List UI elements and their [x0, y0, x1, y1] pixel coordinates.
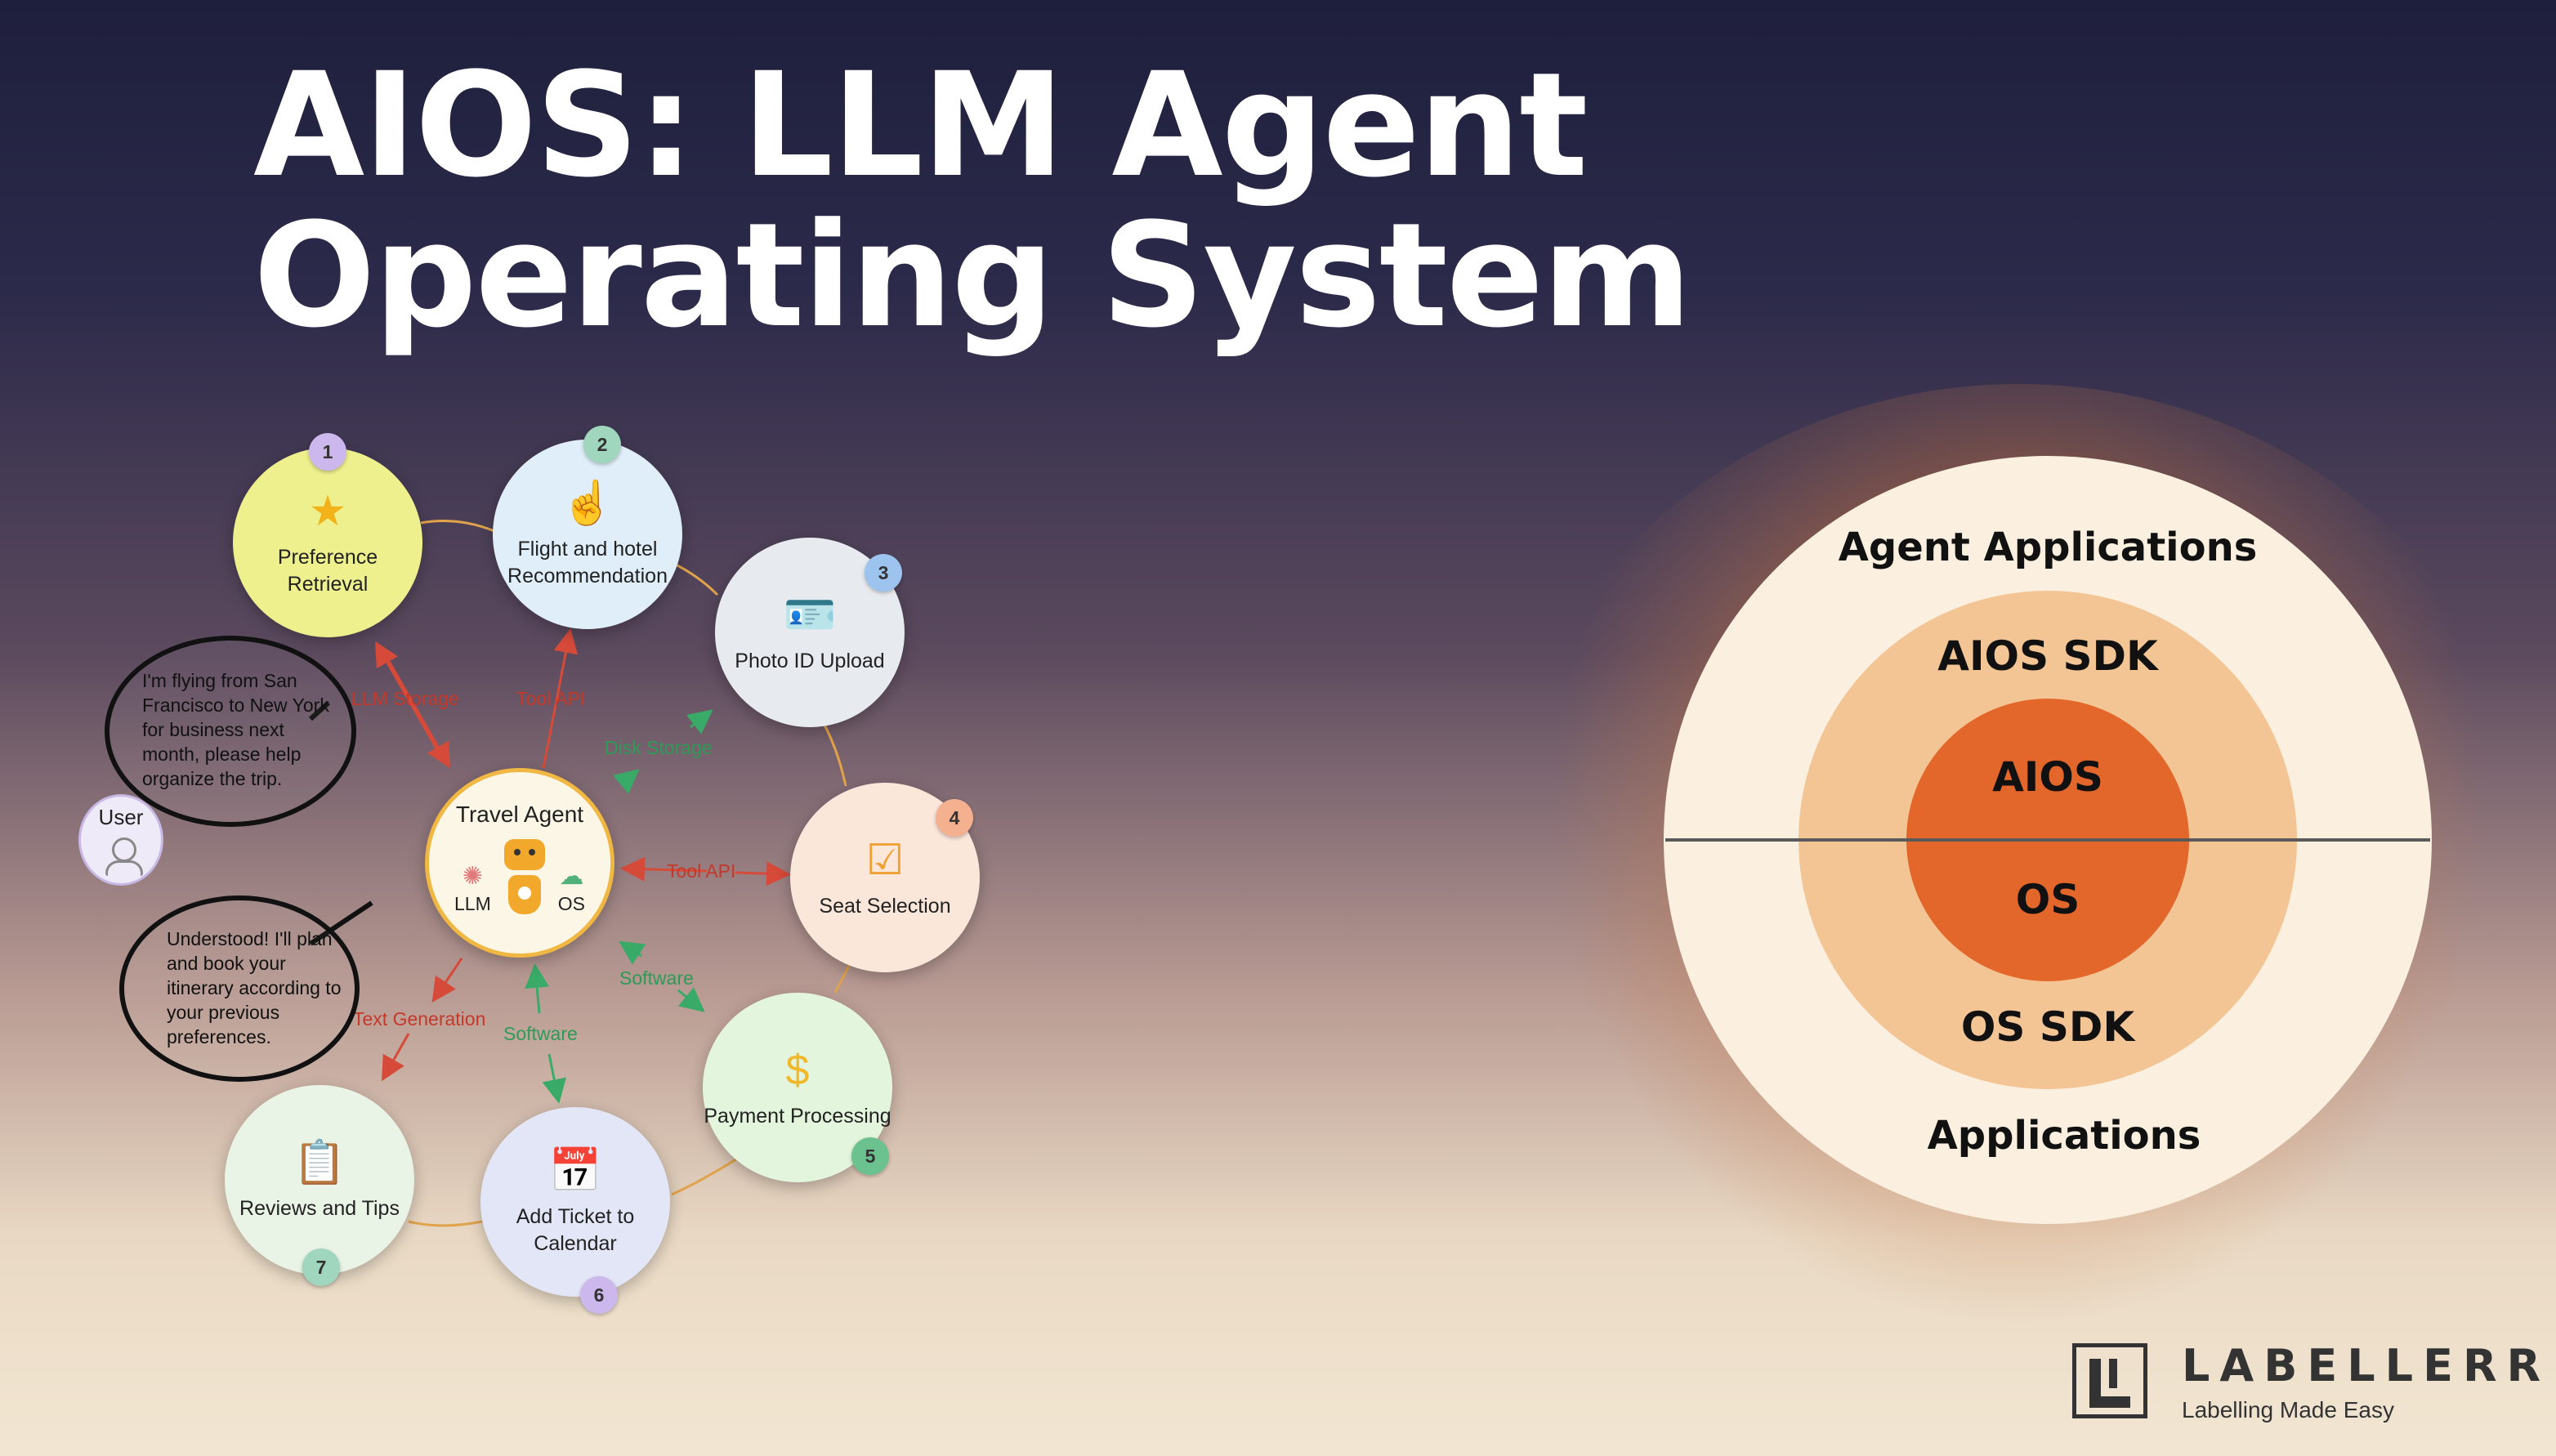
layer-aios-sdk: AIOS SDK	[1937, 632, 2158, 680]
labellerr-logo: LABELLERR Labelling Made Easy	[2072, 1340, 2540, 1430]
agent-reply-text: Understood! I'll plan and book your itin…	[167, 928, 342, 1047]
step-badge-5: 5	[851, 1137, 889, 1175]
step-badge-6: 6	[580, 1276, 618, 1314]
edge-tool-api-2: Tool API	[667, 860, 736, 882]
layer-os-sdk: OS SDK	[1960, 1003, 2135, 1051]
logo-tagline: Labelling Made Easy	[2182, 1397, 2394, 1423]
user-message-bubble: I'm flying from San Francisco to New Yor…	[105, 636, 356, 827]
user-avatar: User	[78, 794, 163, 886]
page-title: AIOS: LLM Agent Operating System	[253, 42, 1692, 360]
edge-disk-storage: Disk Storage	[605, 737, 713, 758]
edge-software-2: Software	[503, 1023, 578, 1044]
step-6-add-ticket-to-calendar: 📅 Add Ticket to Calendar	[480, 1107, 670, 1297]
step-label: Add Ticket to Calendar	[516, 1205, 635, 1255]
green-arrows	[525, 709, 713, 1104]
labellerr-mark-icon	[2072, 1343, 2147, 1418]
step-label: Reviews and Tips	[239, 1196, 400, 1220]
step-2-flight-hotel-recommendation: ☝ Flight and hotel Recommendation	[493, 440, 682, 629]
layer-os: OS	[2015, 876, 2080, 923]
step-badge-2: 2	[583, 426, 621, 463]
user-message-text: I'm flying from San Francisco to New Yor…	[142, 670, 329, 789]
travel-agent-hub: Travel Agent ✺ LLM ☁ OS	[425, 768, 614, 958]
edge-llm-storage: LLM Storage	[351, 688, 459, 709]
brain-icon: ✺	[462, 862, 483, 890]
edge-text-generation: Text Generation	[353, 1008, 486, 1029]
edge-tool-api-1: Tool API	[516, 688, 586, 709]
step-label: Seat Selection	[819, 894, 951, 918]
seat-select-icon: ☑	[865, 836, 905, 884]
agent-reply-bubble: Understood! I'll plan and book your itin…	[119, 895, 360, 1082]
step-1-preference-retrieval: ★ Preference Retrieval	[233, 448, 422, 637]
cloud-icon: ☁	[559, 862, 584, 890]
llm-label: LLM	[454, 892, 491, 914]
logo-wordmark: LABELLERR	[2182, 1340, 2551, 1391]
step-label: Photo ID Upload	[735, 649, 885, 672]
id-card-icon: 🪪	[783, 591, 837, 639]
clipboard-check-icon: 📋	[293, 1138, 346, 1186]
calendar-icon: 📅	[548, 1147, 602, 1195]
step-badge-3: 3	[865, 554, 902, 592]
step-label: Flight and hotel Recommendation	[507, 538, 668, 587]
layer-aios: AIOS	[1992, 753, 2103, 801]
red-arrows	[375, 628, 791, 1082]
pointing-hand-icon: ☝	[561, 480, 614, 527]
os-label: OS	[557, 892, 585, 914]
travel-agent-title: Travel Agent	[455, 801, 584, 827]
user-label: User	[98, 805, 144, 829]
step-badge-7: 7	[302, 1248, 340, 1286]
step-badge-4: 4	[936, 799, 973, 837]
layer-agent-applications: Agent Applications	[1838, 525, 2258, 570]
edge-software-1: Software	[619, 967, 694, 989]
star-icon: ★	[308, 488, 347, 535]
step-label: Preference Retrieval	[277, 546, 378, 596]
step-7-reviews-and-tips: 📋 Reviews and Tips	[225, 1085, 414, 1275]
step-badge-1: 1	[309, 433, 346, 471]
robot-icon	[503, 838, 547, 918]
coin-icon: $	[785, 1046, 810, 1094]
layer-applications: Applications	[1927, 1113, 2201, 1159]
step-label: Payment Processing	[704, 1104, 891, 1128]
